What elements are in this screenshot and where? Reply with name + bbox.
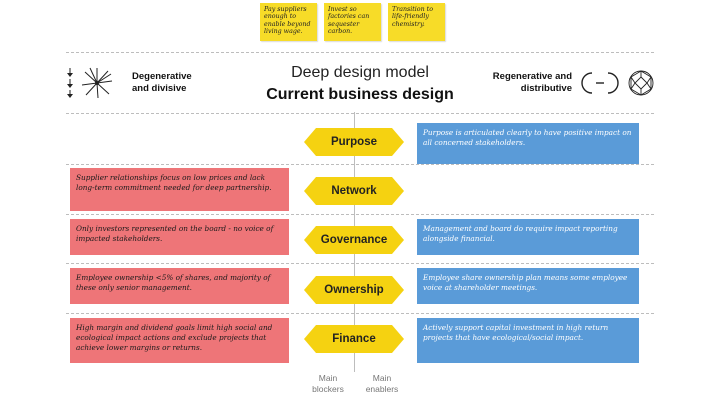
page-title: Deep design model [291, 64, 429, 81]
node-label: Purpose [330, 136, 377, 148]
divider [66, 313, 654, 314]
arrow-shape-icon [304, 325, 404, 353]
arrow-shape-icon [304, 276, 404, 304]
blocker-card-ownership: Employee ownership <5% of shares, and ma… [70, 268, 289, 304]
arrow-shape-icon [304, 128, 404, 156]
blocker-card-finance: High margin and dividend goals limit hig… [70, 318, 289, 363]
divider [66, 263, 654, 264]
node-governance: Governance [304, 226, 404, 254]
node-label: Finance [332, 333, 376, 345]
blocker-card-governance: Only investors represented on the board … [70, 219, 289, 255]
divider [66, 113, 654, 114]
cycle-icon [581, 72, 619, 94]
regenerative-label: Regenerative and distributive [492, 71, 572, 94]
page-subtitle: Current business design [266, 86, 454, 103]
main-blockers-label: Main blockers [312, 373, 344, 394]
degenerative-label: Degenerative and divisive [132, 71, 192, 94]
node-label: Network [331, 185, 377, 197]
explosion-icon [81, 67, 113, 99]
sticky-note: Transition to life-friendly chemistry. [388, 3, 445, 41]
divider [66, 164, 654, 165]
sticky-note: Pay suppliers enough to enable beyond li… [260, 3, 317, 41]
sticky-note: Invest so factories can sequester carbon… [324, 3, 381, 41]
enabler-card-finance: Actively support capital investment in h… [417, 318, 639, 363]
node-label: Governance [320, 234, 388, 246]
enabler-card-ownership: Employee share ownership plan means some… [417, 268, 639, 304]
divider [66, 52, 654, 53]
main-enablers-label: Main enablers [365, 373, 399, 394]
node-network: Network [304, 177, 404, 205]
arrow-shape-icon [304, 177, 404, 205]
enabler-card-governance: Management and board do require impact r… [417, 219, 639, 255]
blocker-card-network: Supplier relationships focus on low pric… [70, 168, 289, 211]
arrow-shape-icon [304, 226, 404, 254]
node-label: Ownership [324, 284, 384, 296]
split-arrows-icon [67, 68, 73, 98]
divider [66, 214, 654, 215]
geodesic-sphere-icon [628, 70, 654, 96]
enabler-card-purpose: Purpose is articulated clearly to have p… [417, 123, 639, 164]
node-purpose: Purpose [304, 128, 404, 156]
node-finance: Finance [304, 325, 404, 353]
node-ownership: Ownership [304, 276, 404, 304]
